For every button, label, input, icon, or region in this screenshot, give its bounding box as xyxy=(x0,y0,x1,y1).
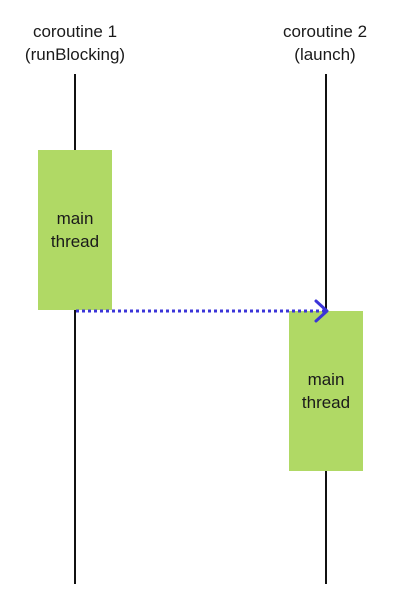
participant-header-coroutine-2: coroutine 2 (launch) xyxy=(250,20,400,66)
participant-name: coroutine 1 xyxy=(32,22,118,41)
lifeline-coroutine-1 xyxy=(74,74,76,584)
activation-box-coroutine-1: main thread xyxy=(38,150,112,310)
activation-label: thread xyxy=(50,232,100,251)
activation-label: main xyxy=(307,370,345,389)
participant-builder: (runBlocking) xyxy=(24,45,126,64)
activation-label: thread xyxy=(301,393,351,412)
activation-label: main xyxy=(56,209,94,228)
participant-builder: (launch) xyxy=(294,45,356,64)
participant-name: coroutine 2 xyxy=(282,22,368,41)
activation-box-coroutine-2: main thread xyxy=(289,311,363,471)
participant-header-coroutine-1: coroutine 1 (runBlocking) xyxy=(0,20,150,66)
